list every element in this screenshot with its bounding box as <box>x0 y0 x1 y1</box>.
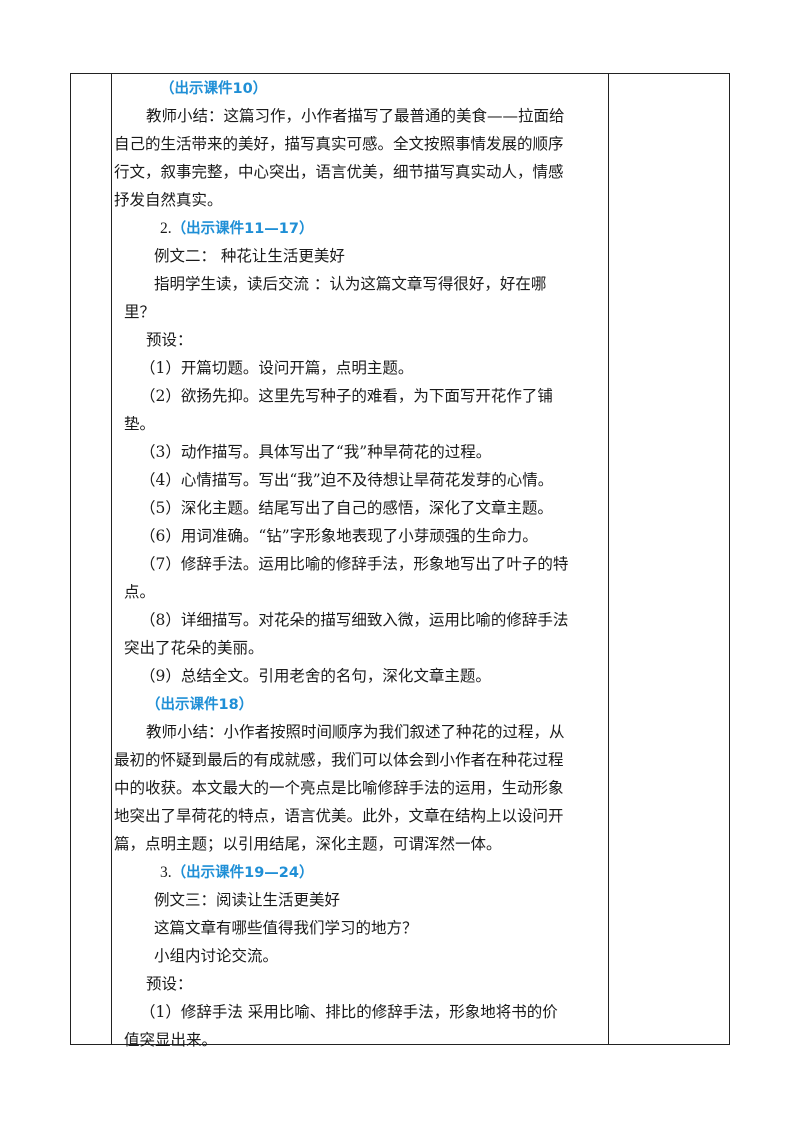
text-line: 预设： <box>146 975 193 993</box>
courseware-reference: （出示课件10） <box>160 81 268 97</box>
text-line: 行文，叙事完整，中心突出，语言优美，细节描写真实动人，情感 <box>114 163 564 181</box>
text-line: 3.（出示课件19—24） <box>160 862 313 883</box>
column-divider-right <box>608 74 609 1044</box>
text-line: （7）修辞手法。运用比喻的修辞手法，形象地写出了叶子的特 <box>140 555 569 573</box>
text-line: 中的收获。本文最大的一个亮点是比喻修辞手法的运用，生动形象 <box>114 779 564 797</box>
text-line: （6）用词准确。“钻”字形象地表现了小芽顽强的生命力。 <box>140 527 538 545</box>
text-line: 地突出了旱荷花的特点，语言优美。此外，文章在结构上以设问开 <box>114 807 564 825</box>
courseware-reference: （出示课件19—24） <box>171 865 314 881</box>
text-line: 这篇文章有哪些值得我们学习的地方？ <box>154 919 418 937</box>
text-line: （2）欲扬先抑。这里先写种子的难看，为下面写开花作了铺 <box>140 387 553 405</box>
text-line: （5）深化主题。结尾写出了自己的感悟，深化了文章主题。 <box>140 499 553 517</box>
text-line: 例文三：阅读让生活更美好 <box>154 891 341 909</box>
text-line: （出示课件18） <box>146 694 253 715</box>
text-line: 教师小结：小作者按照时间顺序为我们叙述了种花的过程，从 <box>146 723 565 741</box>
text-line: 值突显出来。 <box>124 1031 218 1049</box>
text-line: （1）修辞手法 采用比喻、排比的修辞手法，形象地将书的价 <box>140 1003 558 1021</box>
text-line: （出示课件10） <box>160 78 267 99</box>
text-line: 指明学生读，读后交流 ：认为这篇文章写得很好，好在哪 <box>154 275 547 293</box>
courseware-reference: （出示课件18） <box>146 697 254 713</box>
text-line: 点。 <box>124 583 156 601</box>
item-number: 3. <box>160 864 172 881</box>
text-line: （9）总结全文。引用老舍的名句，深化文章主题。 <box>140 667 491 685</box>
text-line: 教师小结：这篇习作，小作者描写了最普通的美食——拉面给 <box>146 107 565 125</box>
text-line: 2.（出示课件11—17） <box>160 218 313 239</box>
text-line: 例文二： 种花让生活更美好 <box>154 247 345 265</box>
text-line: （4）心情描写。写出“我”迫不及待想让旱荷花发芽的心情。 <box>140 471 554 489</box>
text-line: 预设： <box>146 331 193 349</box>
text-line: 里？ <box>124 303 156 321</box>
text-line: （1）开篇切题。设问开篇，点明主题。 <box>140 359 414 377</box>
text-line: 垫。 <box>124 415 156 433</box>
text-line: 篇，点明主题；以引用结尾，深化主题，可谓浑然一体。 <box>114 835 502 853</box>
courseware-reference: （出示课件11—17） <box>171 221 314 237</box>
column-divider-left <box>111 74 112 1044</box>
text-line: 突出了花朵的美丽。 <box>124 639 264 657</box>
text-line: 最初的怀疑到最后的有成就感，我们可以体会到小作者在种花过程 <box>114 751 564 769</box>
text-line: 自己的生活带来的美好，描写真实可感。全文按照事情发展的顺序 <box>114 135 564 153</box>
lesson-table: （出示课件10） 教师小结：这篇习作，小作者描写了最普通的美食——拉面给自己的生活… <box>70 73 730 1049</box>
text-line: （8）详细描写。对花朵的描写细致入微，运用比喻的修辞手法 <box>140 611 569 629</box>
text-line: （3）动作描写。具体写出了“我”种旱荷花的过程。 <box>140 443 492 461</box>
text-line: 小组内讨论交流。 <box>154 947 279 965</box>
text-line: 抒发自然真实。 <box>114 191 223 209</box>
item-number: 2. <box>160 220 172 237</box>
